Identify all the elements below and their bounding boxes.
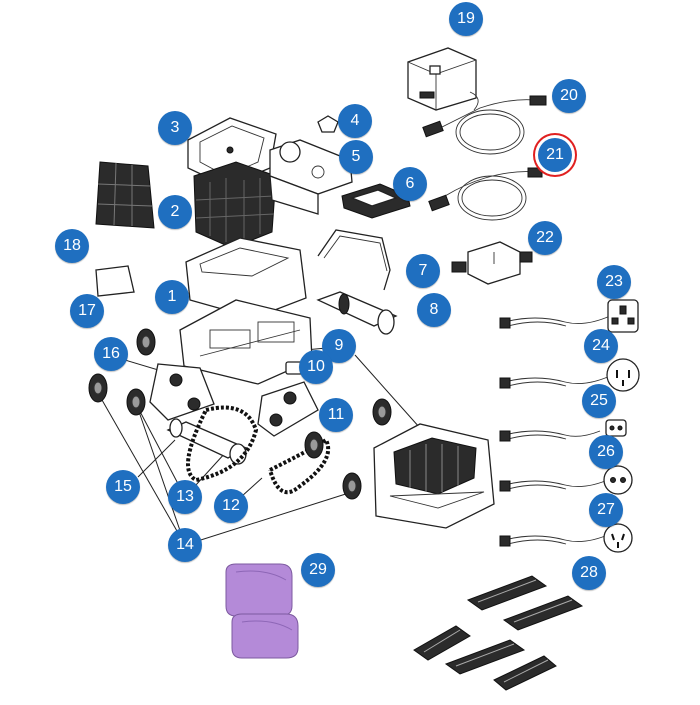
callout-part-21-highlighted[interactable]: 21 [538,138,572,172]
part-17-small-component-drawing [95,265,135,297]
callout-part-23[interactable]: 23 [597,265,631,299]
callout-part-24[interactable]: 24 [584,329,618,363]
callout-part-15[interactable]: 15 [106,470,140,504]
callout-part-10[interactable]: 10 [299,350,333,384]
part-6-bracket-drawing [341,183,411,219]
callout-part-27[interactable]: 27 [589,493,623,527]
callout-part-7[interactable]: 7 [406,254,440,288]
callout-part-29[interactable]: 29 [301,553,335,587]
part-8-roller-drawing [316,291,398,335]
callout-part-26[interactable]: 26 [589,435,623,469]
part-19-power-supply-drawing [407,47,479,111]
callout-part-1[interactable]: 1 [155,280,189,314]
callout-part-12[interactable]: 12 [214,489,248,523]
callout-part-5[interactable]: 5 [339,140,373,174]
part-18-filter-panel-drawing [95,161,155,229]
callout-part-16[interactable]: 16 [94,337,128,371]
power-cords-drawing [499,299,640,553]
part-20-cable-drawing [422,95,547,155]
callout-part-14[interactable]: 14 [168,528,202,562]
callout-part-20[interactable]: 20 [552,79,586,113]
callout-part-28[interactable]: 28 [572,556,606,590]
part-4-clip-drawing [317,115,339,133]
callout-part-17[interactable]: 17 [70,294,104,328]
callout-part-19[interactable]: 19 [449,2,483,36]
part-29-foam-blocks-drawing [225,563,299,659]
part-1-body-cover-drawing [185,237,307,319]
callout-part-18[interactable]: 18 [55,229,89,263]
assembled-robot-drawing [373,423,495,529]
callout-part-22[interactable]: 22 [528,221,562,255]
part-28-brush-strips-drawing [413,575,584,691]
callout-part-9[interactable]: 9 [322,329,356,363]
callout-part-25[interactable]: 25 [582,384,616,418]
part-13-roller-drawing [166,418,248,465]
part-5-top-module-drawing [269,139,353,215]
part-7-handle-drawing [317,229,391,291]
part-22-adapter-drawing [451,241,533,285]
wheels-drawing [88,328,392,500]
callout-part-3[interactable]: 3 [158,111,192,145]
part-2-filter-basket-drawing [193,161,277,249]
part-21-cable-drawing [428,167,543,221]
part-11-side-panel-drawing [257,381,319,437]
callout-part-8[interactable]: 8 [417,293,451,327]
part-16-side-panel-drawing [149,363,215,421]
callout-part-11[interactable]: 11 [319,398,353,432]
callout-part-2[interactable]: 2 [158,195,192,229]
callout-part-4[interactable]: 4 [338,104,372,138]
part-12-tracks-drawing [186,405,331,495]
callout-part-13[interactable]: 13 [168,480,202,514]
callout-part-6[interactable]: 6 [393,167,427,201]
